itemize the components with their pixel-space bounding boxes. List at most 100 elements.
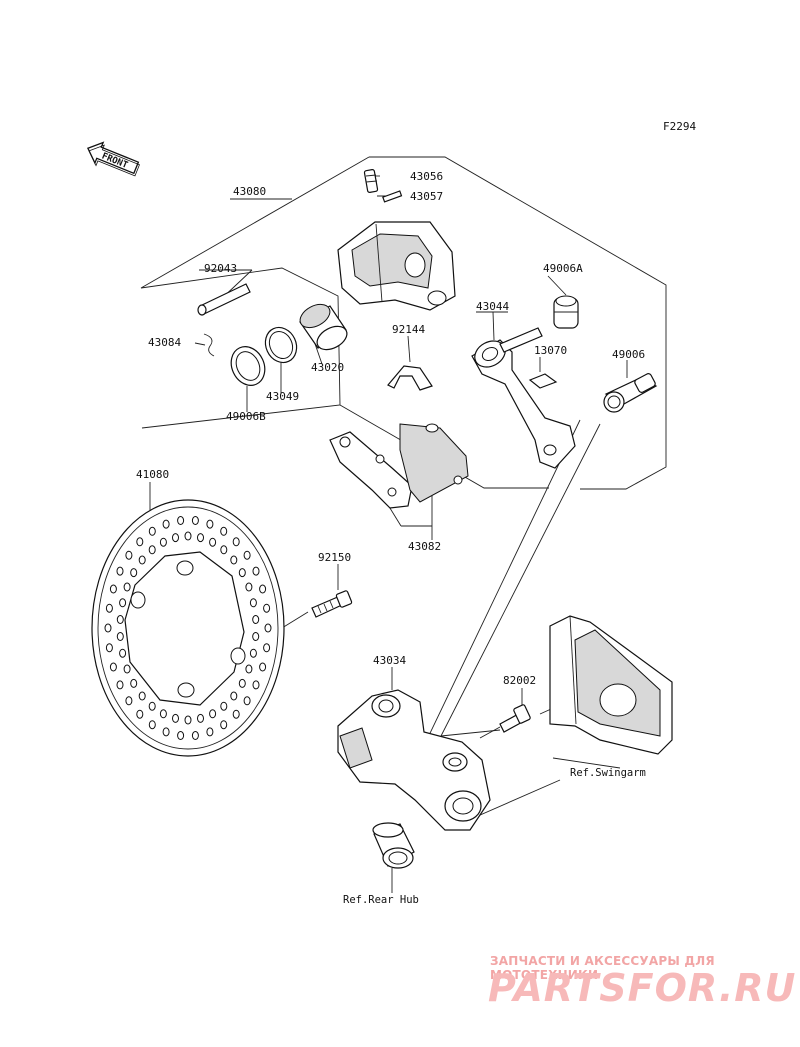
disc-vent-hole bbox=[138, 555, 146, 565]
disc-vent-hole bbox=[159, 537, 167, 547]
disc-vent-hole bbox=[220, 720, 228, 730]
label-13070: 13070 bbox=[534, 344, 567, 357]
disc-vent-hole bbox=[263, 643, 271, 653]
disc-vent-hole bbox=[238, 678, 246, 688]
label-43049: 43049 bbox=[266, 390, 299, 403]
disc-vent-hole bbox=[230, 691, 238, 701]
disc-vent-hole bbox=[197, 713, 204, 723]
pin-92043-part bbox=[197, 283, 251, 316]
label-ref-swingarm: Ref.Swingarm bbox=[570, 767, 646, 779]
disc-vent-hole bbox=[184, 531, 192, 541]
piston-43020-part bbox=[299, 303, 348, 351]
clip-13070-part bbox=[528, 373, 558, 389]
pad-group-boundary bbox=[339, 404, 549, 489]
bolt-92150-part bbox=[311, 590, 353, 618]
swingarm-reference-part bbox=[549, 615, 673, 755]
label-43057: 43057 bbox=[410, 190, 443, 203]
disc-vent-hole bbox=[125, 550, 133, 560]
disc-vent-hole bbox=[116, 615, 124, 624]
label-49006B: 49006B bbox=[226, 410, 266, 423]
disc-vent-hole bbox=[252, 615, 260, 624]
disc-vent-hole bbox=[191, 516, 199, 525]
disc-vent-hole bbox=[206, 519, 214, 529]
caliper-43080-part bbox=[337, 221, 456, 311]
disc-vent-hole bbox=[130, 678, 138, 688]
disc-vent-hole bbox=[249, 648, 257, 658]
disc-vent-hole bbox=[264, 623, 272, 633]
bleeder-43056-part bbox=[363, 169, 379, 193]
label-43084: 43084 bbox=[148, 336, 181, 349]
disc-vent-hole bbox=[123, 664, 131, 674]
disc-vent-hole bbox=[220, 526, 228, 536]
disc-vent-hole bbox=[148, 701, 156, 711]
label-ref-rear-hub: Ref.Rear Hub bbox=[343, 894, 419, 906]
spring-92144-part bbox=[387, 365, 433, 391]
disc-vent-hole bbox=[119, 648, 127, 658]
disc-vent-holes bbox=[104, 516, 272, 740]
disc-vent-hole bbox=[109, 662, 117, 672]
disc-vent-hole bbox=[259, 584, 267, 594]
seal-43049-part bbox=[264, 326, 298, 364]
caliper-assembly-boundary-right bbox=[369, 156, 667, 490]
disc-vent-hole bbox=[197, 533, 204, 543]
label-49006A: 49006A bbox=[543, 262, 583, 275]
disc-vent-hole bbox=[177, 731, 185, 740]
disc-vent-hole bbox=[116, 632, 124, 641]
label-49006: 49006 bbox=[612, 348, 645, 361]
disc-vent-hole bbox=[209, 537, 217, 547]
disc-vent-hole bbox=[105, 603, 113, 613]
clip-43084-part bbox=[203, 333, 215, 357]
disc-vent-hole bbox=[238, 568, 246, 578]
boot-49006A-part bbox=[553, 295, 579, 329]
disc-vent-hole bbox=[245, 582, 253, 592]
disc-vent-hole bbox=[243, 550, 251, 560]
disc-vent-hole bbox=[136, 709, 144, 719]
disc-vent-hole bbox=[230, 555, 238, 565]
disc-vent-hole bbox=[159, 709, 167, 719]
label-43044: 43044 bbox=[476, 300, 509, 313]
watermark-tagline: ЗАПЧАСТИ И АКСЕССУАРЫ ДЛЯ МОТОТЕХНИКИ bbox=[490, 954, 715, 982]
disc-vent-hole bbox=[252, 632, 260, 641]
label-43080: 43080 bbox=[233, 185, 266, 198]
bracket-43044-part bbox=[471, 327, 576, 469]
disc-vent-hole bbox=[148, 545, 156, 555]
disc-vent-hole bbox=[125, 696, 133, 706]
front-arrow-icon: FRONT bbox=[87, 141, 140, 177]
disc-vent-hole bbox=[123, 582, 131, 592]
disc-vent-hole bbox=[252, 680, 260, 690]
bolt-82002-part bbox=[499, 704, 531, 733]
disc-vent-hole bbox=[162, 519, 170, 529]
disc-vent-hole bbox=[232, 709, 240, 719]
boot-49006-part bbox=[603, 373, 658, 413]
caliper-assembly-boundary bbox=[140, 156, 370, 429]
disc-vent-hole bbox=[184, 715, 192, 725]
disc-vent-hole bbox=[249, 598, 257, 608]
disc-vent-hole bbox=[162, 727, 170, 737]
label-92043: 92043 bbox=[204, 262, 237, 275]
disc-vent-hole bbox=[105, 643, 113, 653]
disc-vent-hole bbox=[136, 537, 144, 547]
disc-vent-hole bbox=[220, 701, 228, 711]
disc-vent-hole bbox=[220, 545, 228, 555]
label-43020: 43020 bbox=[311, 361, 344, 374]
watermark-brand-logo: PARTSFOR.RU bbox=[488, 966, 797, 1010]
label-92150: 92150 bbox=[318, 551, 351, 564]
disc-vent-hole bbox=[119, 598, 127, 608]
brake-pads-43082-part bbox=[329, 423, 469, 509]
disc-vent-hole bbox=[263, 603, 271, 613]
label-43082: 43082 bbox=[408, 540, 441, 553]
seal-49006B-part bbox=[230, 346, 266, 386]
cap-43057-part bbox=[382, 190, 403, 203]
disc-vent-hole bbox=[116, 680, 124, 690]
disc-vent-hole bbox=[130, 568, 138, 578]
disc-vent-hole bbox=[138, 691, 146, 701]
caliper-bracket-43034-part bbox=[337, 689, 491, 831]
label-43034: 43034 bbox=[373, 654, 406, 667]
disc-vent-hole bbox=[243, 696, 251, 706]
disc-vent-hole bbox=[252, 566, 260, 576]
disc-vent-hole bbox=[109, 584, 117, 594]
disc-vent-hole bbox=[116, 566, 124, 576]
disc-vent-hole bbox=[206, 727, 214, 737]
disc-vent-hole bbox=[209, 709, 217, 719]
